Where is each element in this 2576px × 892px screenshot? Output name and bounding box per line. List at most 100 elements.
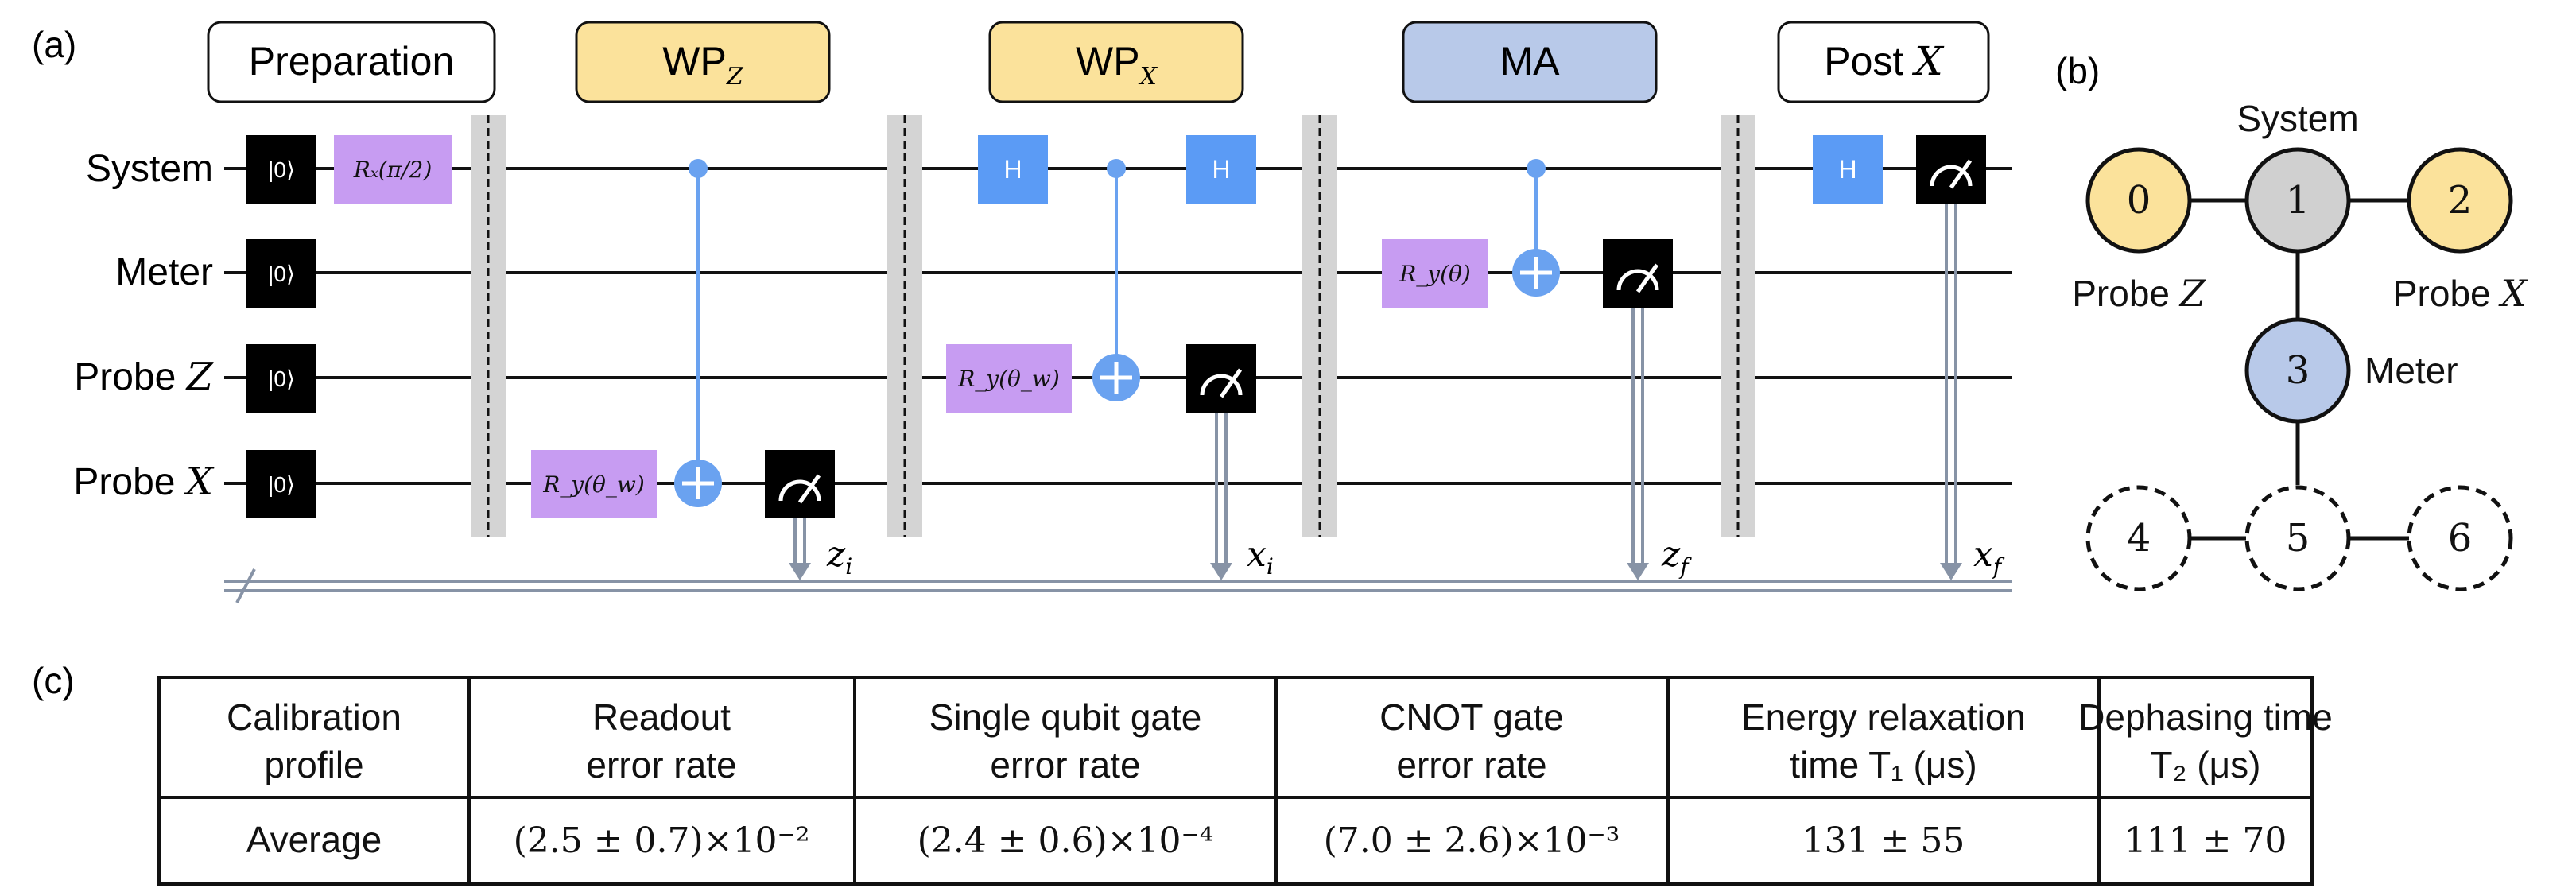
calibration-table: Calibration profile Readout error rate S…	[157, 676, 2333, 886]
wpx-h1-gate: H	[978, 135, 1048, 204]
stage-ma-label: MA	[1500, 39, 1561, 83]
wpx-h1-label: H	[1003, 155, 1022, 184]
stage-wpz: WPZ	[575, 21, 831, 103]
post-measure	[1916, 135, 1986, 204]
stage-postx-main: Post	[1824, 39, 1915, 83]
graph-label-probez-var: Z	[2178, 272, 2206, 315]
ket-probex: |0⟩	[246, 450, 316, 518]
wpz-measure	[765, 450, 835, 518]
graph-node-5-label: 5	[2286, 516, 2310, 560]
wire-label-meter: Meter	[115, 251, 213, 293]
graph-label-probex-var: X	[2498, 272, 2528, 315]
post-h-label: H	[1838, 155, 1856, 184]
graph-node-0: 0	[2085, 147, 2192, 254]
stage-wpx-sub: X	[1139, 63, 1158, 91]
init-kets: |0⟩ |0⟩ |0⟩ |0⟩	[246, 135, 316, 518]
table-header-3: CNOT gate error rate	[1379, 696, 1564, 785]
outcome-xi-sub: i	[1267, 553, 1274, 580]
wire-label-probez-var: Z	[185, 355, 215, 399]
table-header-4-l2: time T₁ (μs)	[1790, 744, 1977, 785]
classical-register	[224, 568, 2012, 603]
outcome-zi-sub: i	[845, 553, 852, 580]
rx-pi2-gate: Rₓ(π/2)	[334, 135, 452, 204]
svg-text:zi: zi	[826, 534, 852, 580]
svg-text:xf: xf	[1973, 534, 2005, 580]
wire-label-probex-var: X	[183, 460, 215, 504]
measurement-readouts	[789, 204, 1962, 580]
coupling-graph: 0 1 2 3 4 5 6 System Probe Z Probe X Met…	[2072, 98, 2529, 591]
panel-b-label: (b)	[2055, 50, 2100, 91]
wpx-measure	[1186, 344, 1256, 413]
stage-ma: MA	[1402, 21, 1658, 103]
barrier-1	[471, 115, 506, 537]
graph-node-1: 1	[2244, 147, 2351, 254]
table-header-2-l1: Single qubit gate	[929, 696, 1202, 738]
table-cell-cnot: (7.0 ± 2.6)×10⁻³	[1324, 820, 1620, 861]
wire-label-probex-main: Probe	[73, 461, 185, 503]
svg-text:WPX: WPX	[1076, 39, 1158, 91]
graph-node-2: 2	[2407, 147, 2513, 254]
table-row-label: Average	[246, 819, 382, 860]
panel-c-label: (c)	[32, 660, 75, 701]
graph-node-0-label: 0	[2127, 178, 2151, 223]
barrier-2	[887, 115, 922, 537]
post-h-gate: H	[1813, 135, 1883, 204]
stage-wpx: WPX	[988, 21, 1244, 103]
wpz-cnot	[674, 159, 722, 507]
wpz-control-dot	[689, 159, 708, 178]
graph-node-1-label: 1	[2286, 178, 2310, 223]
ma-ry-gate: R_y(θ)	[1382, 239, 1488, 308]
graph-label-probex-main: Probe	[2393, 273, 2501, 314]
table-header-1-l2: error rate	[586, 744, 736, 785]
table-cell-t1: 131 ± 55	[1802, 820, 1965, 861]
ket-system: |0⟩	[246, 135, 316, 204]
wire-label-probez-main: Probe	[74, 356, 186, 398]
svg-text:Probe X: Probe X	[2393, 272, 2529, 315]
ket-probex-label: |0⟩	[268, 472, 295, 497]
ma-cnot	[1512, 159, 1560, 297]
barrier-3	[1302, 115, 1337, 537]
outcome-zi: z	[826, 534, 846, 575]
wpx-h2-gate: H	[1186, 135, 1256, 204]
table-header-0-l1: Calibration	[227, 696, 402, 738]
ma-measure	[1603, 239, 1673, 308]
ma-ry-label: R_y(θ)	[1399, 261, 1471, 287]
graph-label-system: System	[2237, 98, 2358, 139]
table-header-4: Energy relaxation time T₁ (μs)	[1741, 696, 2026, 785]
table-header-0-l2: profile	[264, 744, 363, 785]
graph-label-probez-main: Probe	[2072, 273, 2180, 314]
wpz-ry-label: R_y(θ_w)	[542, 471, 645, 498]
outcome-zf-sub: f	[1678, 553, 1692, 580]
table-header-2: Single qubit gate error rate	[929, 696, 1202, 785]
stage-wpx-main: WP	[1076, 39, 1140, 83]
table-header-5-l1: Dephasing time	[2078, 696, 2333, 738]
graph-edges	[2190, 198, 2409, 541]
outcome-xf: x	[1973, 534, 1993, 575]
stage-wpz-main: WP	[662, 39, 727, 83]
stage-postx-var: X	[1911, 38, 1945, 84]
wpx-cnot	[1092, 159, 1140, 401]
table-header-1-l1: Readout	[592, 696, 731, 738]
table-cell-single-qubit: (2.4 ± 0.6)×10⁻⁴	[918, 820, 1214, 861]
barriers	[471, 115, 1755, 537]
svg-text:zf: zf	[1661, 534, 1692, 580]
table-header-0: Calibration profile	[227, 696, 402, 785]
svg-text:WPZ: WPZ	[662, 39, 744, 91]
graph-node-6-label: 6	[2448, 516, 2473, 560]
table-header-4-l1: Energy relaxation	[1741, 696, 2026, 738]
readout-xf	[1940, 204, 1962, 580]
ket-probez: |0⟩	[246, 344, 316, 413]
ket-meter: |0⟩	[246, 239, 316, 308]
outcome-zf: z	[1661, 534, 1681, 575]
graph-node-3-label: 3	[2286, 348, 2310, 393]
barrier-4	[1721, 115, 1755, 537]
wpz-ry-gate: R_y(θ_w)	[531, 450, 657, 518]
stage-preparation: Preparation	[207, 21, 496, 103]
readout-zi	[789, 518, 811, 580]
stage-wpz-sub: Z	[726, 63, 744, 91]
svg-text:Probe Z: Probe Z	[2072, 272, 2206, 315]
rx-pi2-label: Rₓ(π/2)	[353, 157, 433, 183]
stage-postx: Post X	[1777, 21, 1990, 103]
graph-node-5: 5	[2244, 485, 2351, 591]
